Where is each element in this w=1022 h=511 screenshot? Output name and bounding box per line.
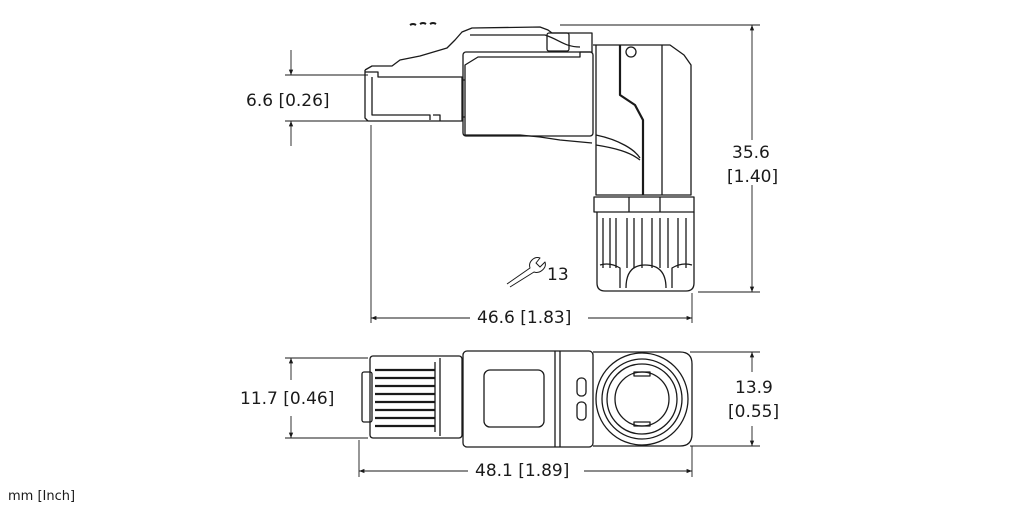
dimension-overall-width-mm: 13.9 (735, 378, 773, 398)
top-view-connector (361, 350, 693, 448)
dimension-plug-width: 11.7 [0.46] (240, 389, 335, 409)
dimension-top-length: 48.1 [1.89] (475, 461, 570, 481)
dimension-side-length: 46.6 [1.83] (477, 308, 572, 328)
wrench-size-label: 13 (547, 265, 569, 285)
wrench-icon (506, 257, 546, 288)
dimension-plug-height: 6.6 [0.26] (246, 91, 330, 111)
dimension-lines (285, 24, 760, 477)
dimension-overall-height-mm: 35.6 (732, 143, 770, 163)
dimension-overall-width-in: [0.55] (728, 402, 780, 422)
side-view-connector (364, 22, 695, 292)
units-note: mm [Inch] (8, 489, 76, 504)
dimension-overall-height-in: [1.40] (727, 167, 779, 187)
